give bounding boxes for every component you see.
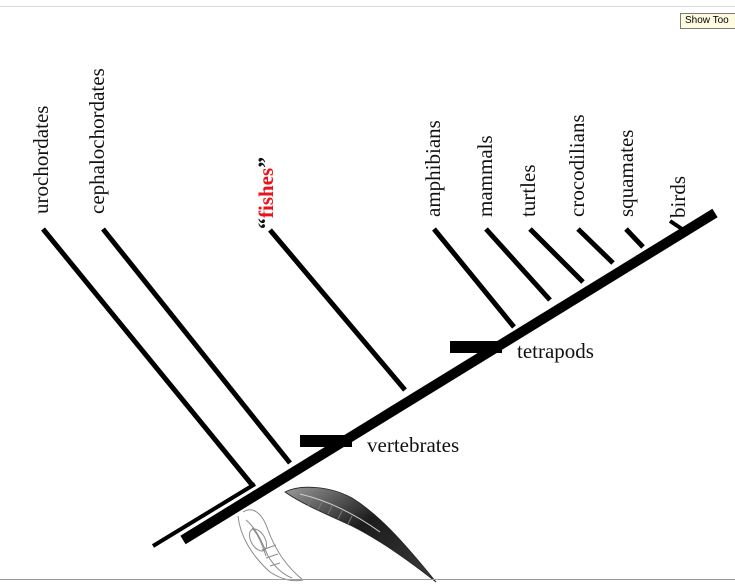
label-mammals: mammals (473, 135, 497, 217)
tetrapods-marker (450, 341, 502, 353)
label-cephalochordates: cephalochordates (85, 68, 109, 214)
vertebrates-marker (300, 435, 352, 447)
label-tetrapods: tetrapods (517, 339, 594, 363)
label-squamates: squamates (614, 130, 638, 217)
branch-turtles (530, 229, 583, 282)
cephalochordate-illustration (285, 487, 436, 582)
branch-cephalochordates (103, 229, 290, 463)
branch-crocodilians (578, 229, 613, 263)
backbone-branch (183, 213, 715, 540)
urochordate-illustration (238, 510, 303, 581)
label-birds: birds (666, 176, 690, 218)
branch-squamates (626, 229, 643, 247)
label-amphibians: amphibians (421, 120, 445, 217)
branch-urochordates (43, 229, 253, 486)
label-turtles: turtles (516, 165, 540, 218)
fishes-word: fishes (254, 168, 278, 218)
fishes-open-quote: “ (253, 218, 278, 229)
root-stem (153, 484, 255, 546)
label-fishes: “fishes” (253, 157, 278, 229)
label-crocodilians: crocodilians (565, 114, 589, 217)
branch-fishes (270, 230, 405, 390)
branch-birds (670, 221, 685, 231)
label-vertebrates: vertebrates (367, 433, 459, 457)
fishes-close-quote: ” (253, 157, 278, 168)
bottom-divider (0, 579, 735, 580)
label-urochordates: urochordates (29, 106, 53, 214)
